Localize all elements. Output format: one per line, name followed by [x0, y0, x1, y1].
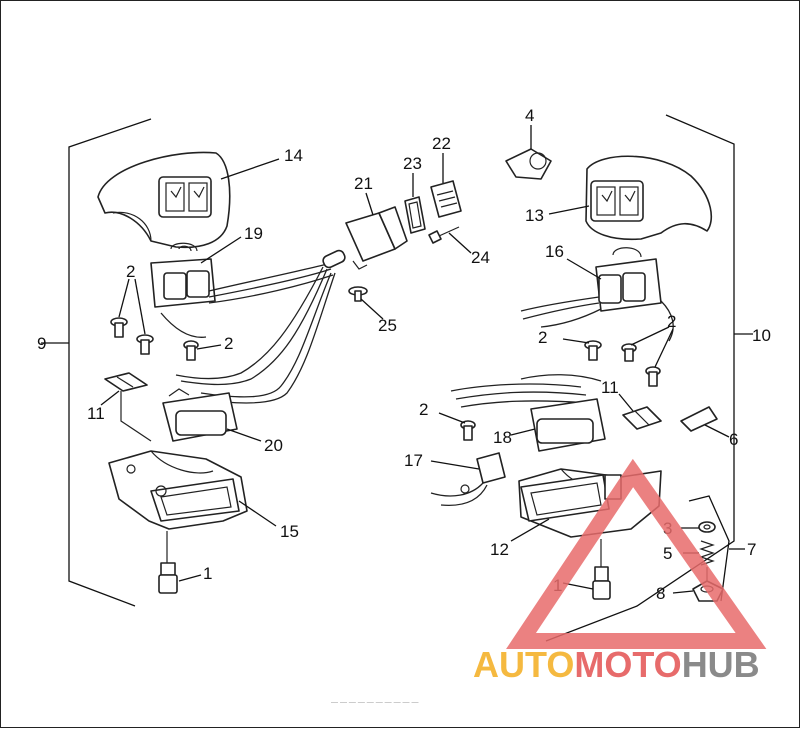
watermark-auto: AUTO: [473, 644, 574, 685]
callout-11-right: 11: [601, 378, 619, 397]
terminal-pin: [428, 226, 460, 244]
retainer-right: [622, 406, 662, 430]
callout-16: 16: [545, 242, 564, 261]
leader-11b: [618, 393, 634, 412]
leader-12: [510, 518, 550, 542]
callout-24: 24: [471, 248, 490, 267]
leader-15: [238, 500, 277, 527]
screw-right-b: [621, 343, 637, 362]
contact-pad: [680, 406, 718, 432]
washer: [698, 521, 716, 533]
switch-left: [150, 242, 216, 308]
screw-right-a: [584, 340, 602, 361]
watermark-logo: [506, 458, 767, 649]
callout-19: 19: [244, 224, 263, 243]
watermark-text: AUTOMOTOHUB: [473, 644, 760, 685]
callout-8: 8: [656, 584, 665, 603]
callout-2-left: 2: [224, 334, 233, 353]
callout-12: 12: [490, 540, 509, 559]
upper-housing-right: [585, 155, 713, 241]
auxiliary-switch: [430, 452, 506, 507]
leader-19: [200, 236, 242, 264]
leader-13: [548, 205, 590, 215]
footer-caption: — — — — — — — — — —: [331, 699, 419, 706]
retaining-clip: [505, 148, 552, 180]
callout-22: 22: [432, 134, 451, 153]
bolt-left: [158, 531, 178, 594]
leader-8: [672, 590, 694, 594]
callout-15: 15: [280, 522, 299, 541]
callout-18: 18: [493, 428, 512, 447]
leader-18: [510, 428, 536, 436]
callout-9: 9: [37, 334, 46, 353]
plug-screw: [348, 286, 368, 302]
bolt-right: [592, 539, 611, 600]
leader-20: [226, 428, 262, 442]
callout-1-left: 1: [203, 564, 212, 583]
callout-2-right-top: 2: [667, 312, 676, 331]
guide-line-left: [120, 391, 152, 442]
callout-10: 10: [752, 326, 771, 345]
callout-4: 4: [525, 106, 534, 125]
callout-23: 23: [403, 154, 422, 173]
screw-right-c: [645, 366, 661, 387]
lower-housing-left: [108, 450, 248, 530]
terminal-plate: [430, 180, 462, 218]
leader-2f: [438, 412, 466, 424]
connector-seal: [404, 196, 426, 234]
lower-switch-left: [162, 388, 238, 442]
retainer-left: [104, 372, 148, 392]
callout-2-left-top: 2: [126, 262, 135, 281]
bracket-7: [688, 495, 730, 602]
connector-housing: [322, 206, 408, 270]
callout-17: 17: [404, 451, 423, 470]
upper-housing-left: [97, 151, 231, 249]
leader-14: [220, 158, 280, 180]
callout-11-left: 11: [87, 404, 105, 423]
leader-11a: [100, 390, 120, 406]
bracket-right-assembly: [545, 114, 735, 642]
callout-6: 6: [729, 430, 738, 449]
wire-harness-right: [450, 296, 674, 408]
switch-right: [595, 247, 662, 312]
callout-21: 21: [354, 174, 373, 193]
leader-2c: [196, 344, 222, 350]
callout-20: 20: [264, 436, 283, 455]
leader-2e2: [654, 328, 674, 368]
screw-left-b: [136, 334, 154, 355]
leader-2e1: [630, 326, 670, 346]
leader-6: [704, 424, 730, 438]
leader-2a: [118, 278, 130, 318]
callout-13: 13: [525, 206, 544, 225]
callout-2-right: 2: [538, 328, 547, 347]
watermark-moto: MOTO: [574, 644, 681, 685]
leader-16: [566, 258, 602, 280]
leader-17: [430, 460, 480, 470]
watermark-hub: HUB: [682, 644, 760, 685]
leader-2d: [562, 338, 590, 344]
screw-left-a: [110, 317, 128, 338]
leader-25: [360, 298, 384, 320]
lower-switch-right: [530, 398, 606, 452]
leader-21: [365, 192, 374, 216]
screw-right-d: [460, 420, 476, 441]
callout-25: 25: [378, 316, 397, 335]
callout-14: 14: [284, 146, 303, 165]
warning-triangle-icon: [506, 458, 767, 649]
leader-24: [448, 232, 472, 254]
leader-2b: [134, 278, 146, 335]
spring: [699, 540, 715, 566]
screw-left-c: [183, 340, 199, 361]
bracket-left-assembly: [68, 118, 152, 607]
wire-harness-left: [160, 262, 336, 404]
callout-2-right-low: 2: [419, 400, 428, 419]
callout-5: 5: [663, 544, 672, 563]
callout-7: 7: [747, 540, 756, 559]
leader-1a: [178, 574, 202, 582]
